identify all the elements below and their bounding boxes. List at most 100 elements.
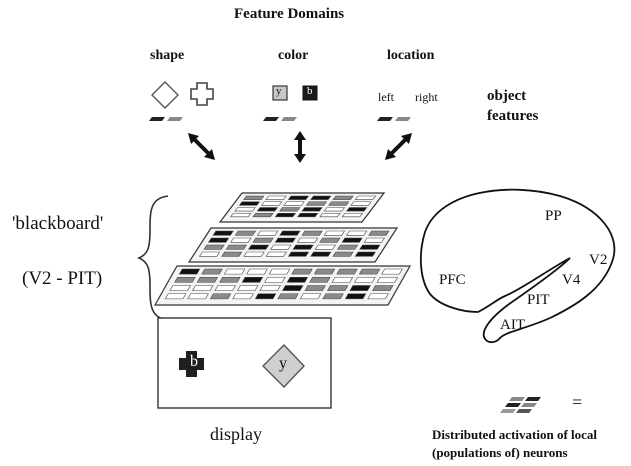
neuron-cell	[243, 251, 265, 257]
title: Feature Domains	[234, 6, 345, 22]
blackboard-range-label: (V2 - PIT)	[22, 268, 103, 289]
neuron-cell	[198, 251, 221, 257]
neuron-cell	[310, 195, 332, 200]
domain-location-label: location	[387, 48, 435, 63]
object-features-label: object features	[487, 88, 539, 124]
neuron-cell	[297, 212, 319, 218]
neuron-cell	[359, 244, 381, 250]
brain-area-pit: PIT	[527, 292, 550, 308]
neuron-cell	[169, 285, 191, 291]
color-arrowhead-down	[294, 154, 306, 163]
neuron-cell	[332, 195, 354, 200]
neuron-cell	[261, 201, 283, 206]
neuron-cell	[371, 285, 394, 291]
neuron-cell	[236, 285, 259, 291]
neuron-cell	[319, 237, 341, 243]
neuron-cell	[354, 251, 376, 257]
neuron-cell	[264, 276, 286, 283]
neuron-cell	[252, 237, 274, 243]
blackboard-label: 'blackboard'	[12, 213, 104, 234]
neuron-cell	[310, 251, 332, 257]
neuron-cell	[336, 244, 359, 250]
domain-color-label: color	[278, 48, 309, 63]
brain-outline	[420, 188, 616, 344]
neuron-cell	[336, 268, 358, 275]
neuron-cell	[328, 201, 350, 206]
neuron-cell	[230, 212, 252, 218]
neuron-cell	[319, 212, 341, 218]
neuron-cell	[274, 237, 296, 243]
neuron-cell	[381, 268, 403, 275]
neuron-cell	[234, 207, 256, 212]
neuron-cell	[256, 207, 279, 212]
neuron-cell	[346, 207, 368, 212]
neuron-cell	[281, 285, 304, 291]
neuron-cell	[238, 201, 261, 206]
neuron-cell	[241, 276, 264, 283]
neuron-cell	[209, 293, 232, 300]
diamond-icon	[151, 81, 179, 109]
neuron-cell	[296, 237, 319, 243]
neuron-cell	[350, 201, 372, 206]
neuron-cell	[201, 268, 223, 275]
neuron-cell	[286, 276, 309, 283]
legend-text: Distributed activation of local (populat…	[432, 427, 598, 460]
neuron-cell	[203, 244, 225, 250]
location-arrowhead-up	[401, 133, 412, 144]
neuron-cell	[313, 268, 336, 275]
brain-area-pfc: PFC	[439, 272, 466, 288]
shape-arrowhead-down	[204, 149, 215, 160]
neuron-cell	[246, 268, 268, 275]
neuron-cell	[332, 251, 354, 257]
neuron-cell	[212, 230, 234, 236]
neuron-cell	[326, 285, 349, 291]
location-left-label: left	[378, 90, 394, 104]
neuron-cell	[178, 268, 201, 275]
neuron-cell	[234, 230, 257, 236]
brain-area-v2: V2	[589, 252, 608, 268]
neuron-cell	[257, 230, 279, 236]
legend-equals: =	[572, 392, 583, 412]
neuron-cell	[344, 293, 367, 300]
display-diamond-shape	[262, 343, 305, 389]
color-b-letter: b	[307, 85, 313, 97]
neuron-cell	[354, 276, 376, 283]
neuron-cell	[323, 230, 346, 236]
location-right-label: right	[415, 90, 438, 104]
neuron-cell	[164, 293, 187, 300]
neuron-cell	[363, 237, 385, 243]
neuron-cell	[322, 293, 344, 300]
neuron-cell	[346, 230, 368, 236]
neuron-cell	[291, 268, 313, 275]
neuron-cell	[349, 285, 371, 291]
neuron-cell	[304, 285, 326, 291]
neuron-cell	[247, 244, 270, 250]
color-arrowhead-up	[294, 131, 306, 140]
neuron-cell	[367, 293, 389, 300]
neuron-cell	[232, 293, 254, 300]
arrows	[188, 131, 412, 163]
neuron-cell	[305, 201, 328, 206]
neuron-cell	[354, 195, 377, 200]
brain-area-v4: V4	[562, 272, 581, 288]
neuron-cell	[265, 195, 287, 200]
neuron-cell	[230, 237, 252, 243]
neuron-cell	[270, 244, 292, 250]
display-letter-b: b	[190, 353, 198, 370]
neuron-cell	[368, 230, 390, 236]
neuron-cell	[196, 276, 219, 283]
neuron-cell	[301, 207, 323, 212]
brain-area-ait: AIT	[500, 317, 525, 333]
shape-arrow	[192, 137, 211, 156]
neuron-cell	[277, 293, 299, 300]
neuron-cell	[283, 201, 305, 206]
cross-icon	[190, 82, 214, 106]
location-arrow	[389, 137, 408, 156]
neuron-cell	[341, 237, 363, 243]
location-arrowhead-down	[385, 149, 396, 160]
domain-shape-label: shape	[150, 48, 185, 63]
neuron-cell	[287, 195, 310, 200]
neuron-cell	[314, 244, 336, 250]
